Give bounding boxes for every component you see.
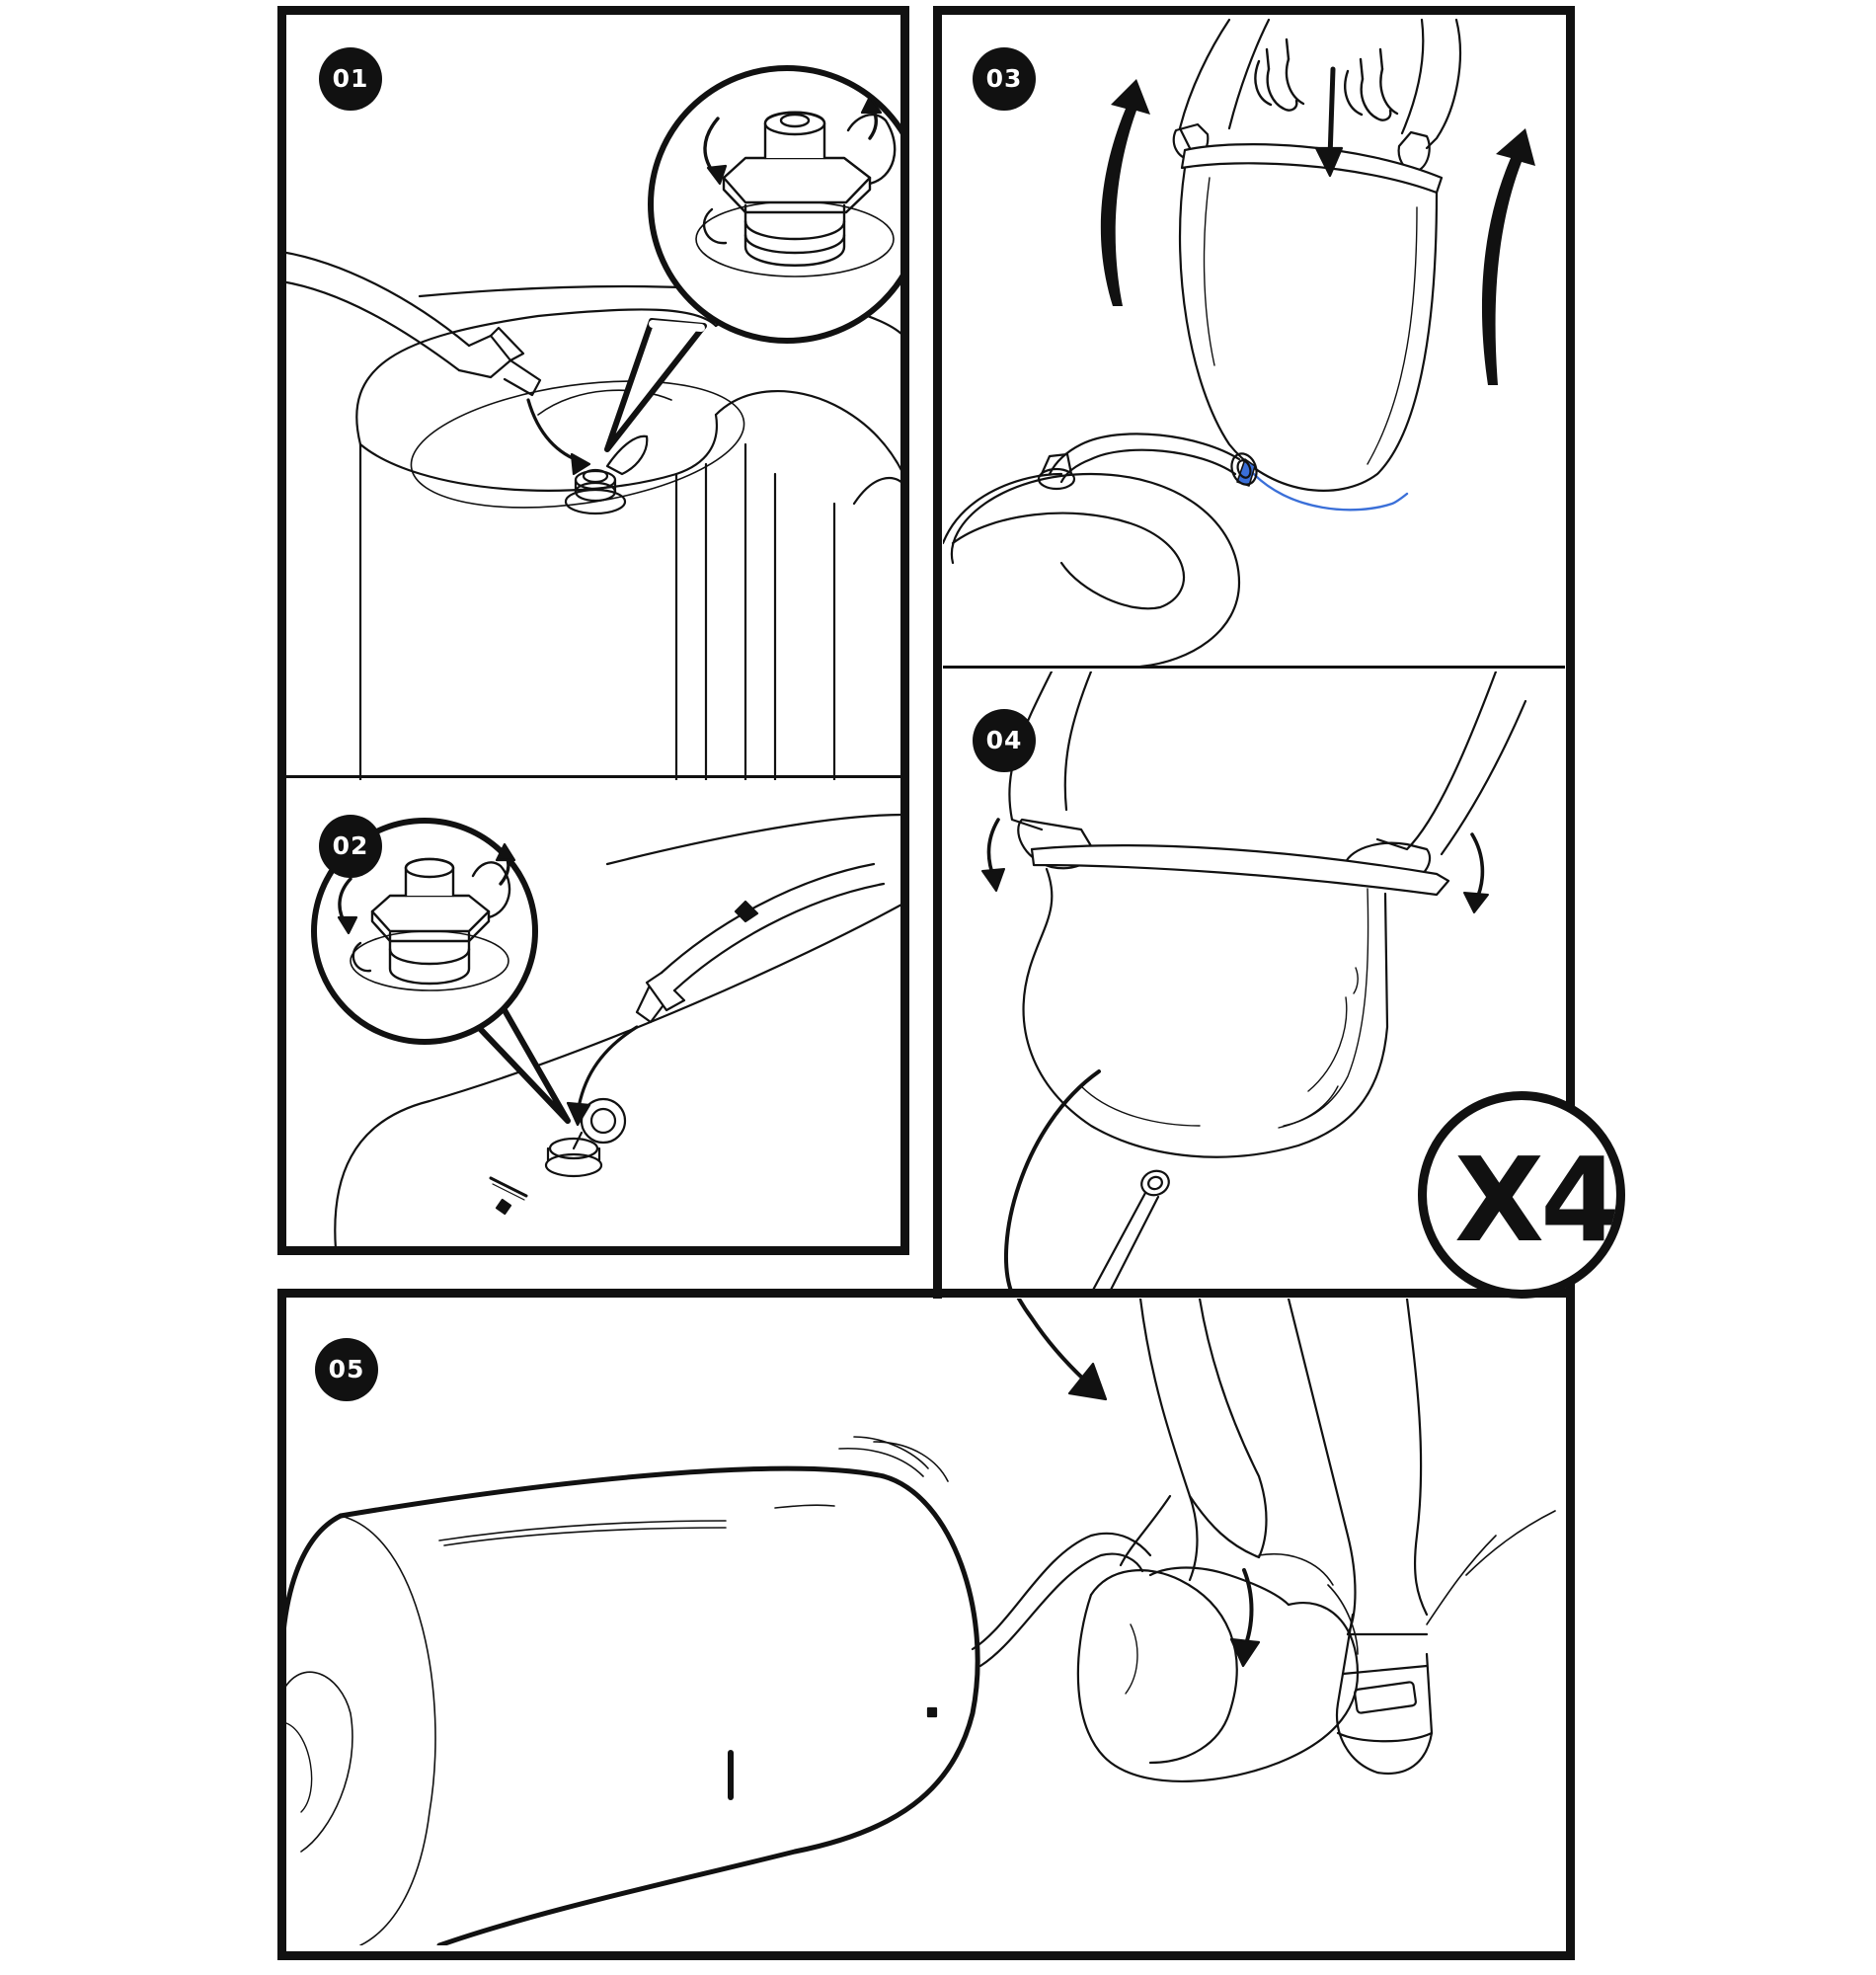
step-02-panel: 02 <box>281 785 903 1249</box>
drybag-icon <box>1178 143 1444 512</box>
valve-icon <box>564 434 649 515</box>
fold-arrow-icon <box>981 818 1489 913</box>
step-01-illustration <box>281 65 903 780</box>
step-03-number: 03 <box>973 47 1036 111</box>
feet-icon <box>1119 1299 1556 1776</box>
step-01-number: 01 <box>319 47 382 111</box>
steps-01-02-frame <box>277 6 909 1255</box>
divider-01-02 <box>281 775 903 778</box>
step-02-illustration <box>311 813 903 1249</box>
step-02-number: 02 <box>319 815 382 878</box>
repeat-x4-label: X4 <box>1454 1132 1618 1268</box>
rolled-bag-icon <box>1076 1553 1360 1782</box>
step-05-frame <box>277 1289 1575 1960</box>
rotate-cap-icon <box>350 857 511 991</box>
frame-joint <box>909 1289 949 1298</box>
hose-icon <box>635 862 886 1024</box>
step-05-panel: 05 <box>281 1299 1565 1945</box>
step-03-panel: 03 <box>943 10 1565 667</box>
steps-03-04-frame <box>933 6 1575 1304</box>
rotate-cap-icon <box>695 111 897 277</box>
step-04-number: 04 <box>973 709 1036 772</box>
step-03-illustration <box>943 18 1535 667</box>
roll-arrow-icon <box>1016 1299 1261 1668</box>
repeat-x4-badge: X4 <box>1418 1091 1625 1299</box>
hose-icon <box>281 250 542 397</box>
divider-03-04 <box>943 666 1565 669</box>
step-05-number: 05 <box>315 1338 378 1401</box>
step-01-panel: 01 <box>281 10 903 780</box>
drybag-icon <box>1022 844 1450 1158</box>
valve-icon <box>544 1097 627 1178</box>
air-flow-icon <box>1254 38 1399 121</box>
lift-arrow-icon <box>1100 79 1535 385</box>
